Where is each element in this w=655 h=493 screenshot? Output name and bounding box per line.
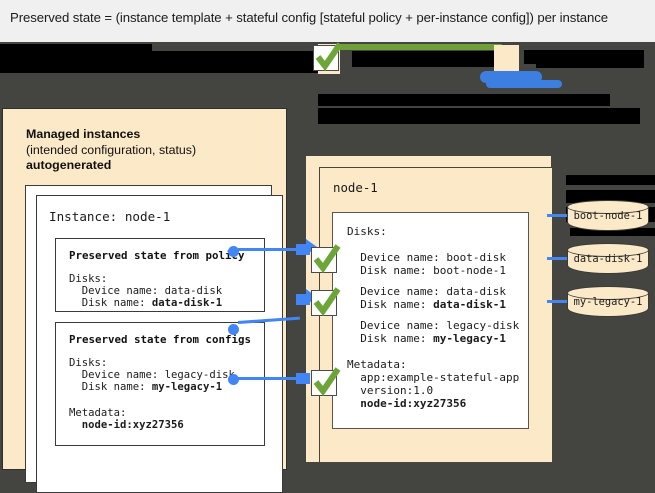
redaction-bar-top-right-2	[536, 62, 644, 68]
configs-disks-label: Disks:	[69, 357, 108, 369]
redaction-bar-top-green-row	[352, 51, 502, 67]
managed-instances-title-line1: Managed instances	[26, 127, 141, 141]
check-icon	[313, 287, 341, 317]
disk-top	[567, 243, 649, 257]
configs-metadata-label: Metadata:	[69, 407, 127, 419]
redaction-bar-top-right	[524, 50, 644, 64]
node-data-disk: Disk name: data-disk-1	[347, 298, 506, 312]
configs-heading: Preserved state from configs	[69, 333, 252, 346]
node-legacy-disk-prefix: Disk name:	[347, 332, 434, 345]
managed-instances-panel: Managed instances (intended configuratio…	[2, 108, 287, 493]
redaction-bar-top-left-2	[0, 51, 288, 73]
policy-heading: Preserved state from policy	[69, 249, 245, 262]
disk-cylinder-boot: boot-node-1	[567, 200, 649, 234]
obscured-cream-chip-b	[494, 45, 519, 74]
disk-top	[567, 286, 649, 300]
node-metadata-nodeid: node-id:xyz27356	[347, 397, 466, 411]
redaction-bar-top-left	[0, 44, 152, 53]
policy-device-name: Device name: data-disk	[69, 285, 223, 297]
node-metadata-app: app:example-stateful-app	[347, 371, 520, 384]
node-legacy-disk: Disk name: my-legacy-1	[347, 332, 506, 346]
node-metadata-version: version:1.0	[347, 384, 434, 397]
configs-metadata-value: node-id:xyz27356	[69, 419, 184, 433]
connector-stub-configs-disk	[296, 294, 310, 305]
redaction-bar-row-1	[318, 94, 610, 106]
connector-stub-metadata	[296, 373, 310, 384]
redaction-bar-side-2	[566, 190, 655, 203]
node-title: node-1	[333, 180, 378, 195]
policy-disk-name: Disk name: data-disk-1	[69, 297, 222, 311]
managed-instances-title-line2: (intended configuration, status)	[26, 142, 197, 157]
disk-line-boot	[547, 214, 569, 217]
node-boot-disk: Disk name: boot-node-1	[347, 264, 506, 277]
connector-line-policy	[238, 248, 300, 251]
redaction-bar-side-1	[566, 175, 655, 185]
check-badge-legacy-disk	[311, 287, 341, 317]
connector-dot-policy	[228, 246, 239, 257]
redaction-bar-top-mid	[288, 51, 320, 73]
configs-device-name: Device name: legacy-disk	[69, 369, 235, 381]
check-badge-metadata	[311, 367, 341, 397]
node-boot-device: Device name: boot-disk	[347, 251, 506, 264]
disk-cylinder-data: data-disk-1	[567, 243, 649, 277]
managed-instances-title-line3: autogenerated	[26, 158, 112, 172]
node-metadata-nodeid-text: node-id:xyz27356	[347, 397, 467, 410]
node-disks-label: Disks:	[347, 225, 387, 238]
preserved-state-configs-box: Preserved state from configs Disks: Devi…	[55, 322, 265, 446]
check-icon	[313, 244, 341, 274]
disk-top	[567, 200, 649, 214]
instance-card-front: Instance: node-1 Preserved state from po…	[36, 195, 283, 493]
node-data-disk-prefix: Disk name:	[347, 298, 434, 311]
blue-highlight-bar-b	[486, 80, 562, 88]
disk-cylinder-legacy: my-legacy-1	[567, 286, 649, 320]
disk-line-legacy	[547, 300, 569, 303]
node-data-disk-value: data-disk-1	[433, 298, 506, 311]
configs-disk-name-value: my-legacy-1	[151, 381, 223, 393]
check-icon	[313, 367, 341, 397]
redaction-bar-side-4	[570, 228, 655, 236]
connector-stub-policy	[296, 244, 310, 255]
check-badge-top	[313, 42, 343, 72]
check-icon	[315, 42, 343, 72]
managed-instances-title: Managed instances (intended configuratio…	[26, 127, 276, 174]
disk-line-data	[547, 257, 569, 260]
disk-label: my-legacy-1	[573, 296, 643, 308]
node-details-box: Disks: Device name: boot-disk Disk name:…	[332, 212, 529, 429]
redaction-bar-row-2	[318, 108, 640, 124]
node-legacy-disk-value: my-legacy-1	[433, 332, 506, 345]
configs-disk-name-prefix: Disk name:	[69, 381, 152, 393]
node-legacy-device: Device name: legacy-disk	[347, 319, 520, 332]
instance-label: Instance: node-1	[49, 209, 171, 224]
diagram-canvas: Managed instances (intended configuratio…	[0, 42, 655, 493]
disk-label: boot-node-1	[573, 210, 643, 222]
connector-line-metadata	[238, 377, 300, 380]
policy-disk-name-prefix: Disk name:	[69, 297, 152, 309]
check-badge-data-disk	[311, 244, 341, 274]
green-highlight-bar	[338, 44, 502, 50]
connector-dot-metadata	[228, 374, 239, 385]
caption-text: Preserved state = (instance template + s…	[10, 10, 608, 25]
disk-label: data-disk-1	[573, 253, 643, 265]
configs-metadata-value-text: node-id:xyz27356	[69, 419, 184, 431]
node-metadata-label: Metadata:	[347, 358, 407, 371]
policy-disk-name-value: data-disk-1	[151, 297, 223, 309]
caption-strip: Preserved state = (instance template + s…	[0, 0, 655, 43]
configs-disk-name: Disk name: my-legacy-1	[69, 381, 222, 395]
policy-disks-label: Disks:	[69, 273, 108, 285]
connector-dot-configs-disk	[228, 324, 239, 335]
node-data-device: Device name: data-disk	[347, 285, 506, 298]
